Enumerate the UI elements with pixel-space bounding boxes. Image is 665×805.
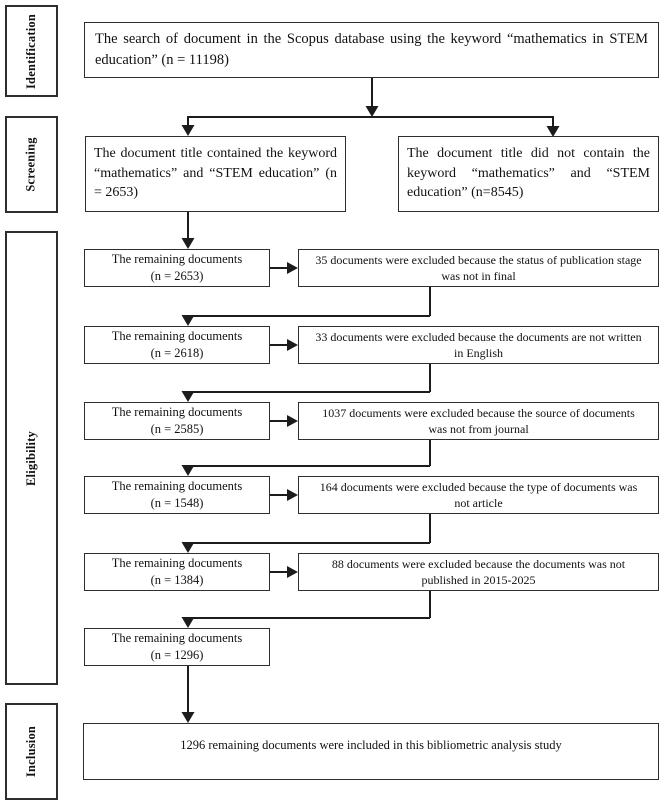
remaining-box-1: The remaining documents (n = 2653) (84, 249, 270, 287)
remaining-label: The remaining documents (111, 631, 243, 646)
remaining-box-2: The remaining documents (n = 2618) (84, 326, 270, 364)
connector-row1-row2 (181, 287, 431, 326)
remaining-label: The remaining documents (111, 329, 243, 344)
arrow-remaining3-to-excluded3 (270, 415, 298, 427)
arrow-remaining1-to-excluded1 (270, 262, 298, 274)
arrow-screening-to-eligibility (181, 212, 195, 249)
excluded-box-3: 1037 documents were excluded because the… (298, 402, 659, 440)
arrow-remaining6-to-inclusion (181, 666, 195, 723)
excluded-box-4: 164 documents were excluded because the … (298, 476, 659, 514)
remaining-count: (n = 1296) (150, 648, 204, 662)
remaining-label: The remaining documents (111, 405, 243, 420)
arrow-remaining2-to-excluded2 (270, 339, 298, 351)
arrow-remaining4-to-excluded4 (270, 489, 298, 501)
connector-row4-row5 (181, 514, 431, 553)
stage-screening: Screening (5, 116, 58, 213)
remaining-box-5: The remaining documents (n = 1384) (84, 553, 270, 591)
arrow-search-to-screening (181, 78, 560, 137)
excluded-box-2: 33 documents were excluded because the d… (298, 326, 659, 364)
remaining-box-4: The remaining documents (n = 1548) (84, 476, 270, 514)
remaining-box-3: The remaining documents (n = 2585) (84, 402, 270, 440)
excluded-box-1: 35 documents were excluded because the s… (298, 249, 659, 287)
arrow-remaining5-to-excluded5 (270, 566, 298, 578)
connector-row3-row4 (181, 440, 431, 476)
stage-inclusion-label: Inclusion (24, 725, 39, 778)
remaining-label: The remaining documents (111, 479, 243, 494)
stage-identification: Identification (5, 5, 58, 97)
stage-eligibility-label: Eligibility (24, 430, 38, 486)
search-box: The search of document in the Scopus dat… (84, 22, 659, 78)
excluded-box-5: 88 documents were excluded because the d… (298, 553, 659, 591)
remaining-count: (n = 1384) (150, 573, 204, 587)
remaining-count: (n = 1548) (150, 496, 204, 510)
stage-eligibility: Eligibility (5, 231, 58, 685)
stage-screening-label: Screening (24, 137, 39, 192)
connector-row5-row6 (181, 591, 431, 628)
title-contained-box: The document title contained the keyword… (85, 136, 346, 212)
remaining-label: The remaining documents (111, 556, 243, 571)
stage-inclusion: Inclusion (5, 703, 58, 800)
remaining-box-final: The remaining documents (n = 1296) (84, 628, 270, 666)
remaining-count: (n = 2653) (150, 269, 204, 283)
remaining-label: The remaining documents (111, 252, 243, 267)
included-box: 1296 remaining documents were included i… (83, 723, 659, 780)
connector-row2-row3 (181, 364, 431, 402)
stage-identification-label: Identification (24, 13, 38, 89)
remaining-count: (n = 2585) (150, 422, 204, 436)
title-not-contained-box: The document title did not contain the k… (398, 136, 659, 212)
remaining-count: (n = 2618) (150, 346, 204, 360)
